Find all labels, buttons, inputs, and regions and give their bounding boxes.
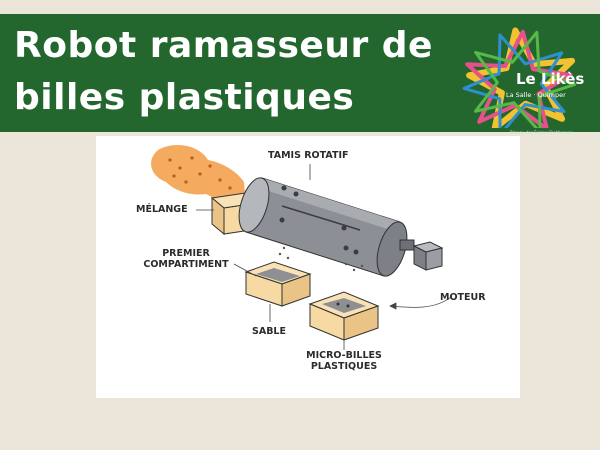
motor-box: [412, 241, 444, 271]
title-line-1: Robot ramasseur de: [14, 25, 433, 66]
page-title: Robot ramasseur de billes plastiques: [14, 20, 433, 124]
diagram-panel: TAMIS ROTATIF MÉLANGE PREMIER COMPARTIME…: [96, 136, 520, 398]
star-logo-icon: [462, 27, 577, 128]
label-melange: MÉLANGE: [136, 204, 188, 215]
label-premier-compartiment: PREMIER COMPARTIMENT: [132, 248, 240, 270]
leader-lines: [196, 164, 453, 350]
title-line-2: billes plastiques: [14, 77, 355, 118]
logo-subtitle: La Salle · Quimper: [506, 91, 566, 99]
sand-compartment: [244, 261, 312, 307]
label-premier-line-1: PREMIER: [162, 248, 210, 259]
logo-name: Le Likès: [516, 70, 585, 88]
label-micro-line-2: PLASTIQUES: [310, 361, 378, 372]
falling-particles: [278, 246, 364, 272]
label-premier-line-2: COMPARTIMENT: [143, 259, 229, 270]
label-micro-billes: MICRO-BILLES PLASTIQUES: [296, 350, 392, 372]
label-micro-line-1: MICRO-BILLES: [306, 350, 382, 361]
microbeads-compartment: [308, 291, 380, 341]
label-tamis-rotatif: TAMIS ROTATIF: [268, 150, 349, 161]
label-sable: SABLE: [252, 326, 286, 337]
robot-diagram: [151, 145, 453, 350]
logo-tagline: Réseau des Écoles Chrétiennes: [510, 130, 573, 135]
title-banner: Robot ramasseur de billes plastiques Le …: [0, 14, 600, 135]
label-moteur: MOTEUR: [440, 292, 486, 303]
mixture-stream: [151, 145, 246, 207]
rotating-drum: [238, 177, 415, 277]
